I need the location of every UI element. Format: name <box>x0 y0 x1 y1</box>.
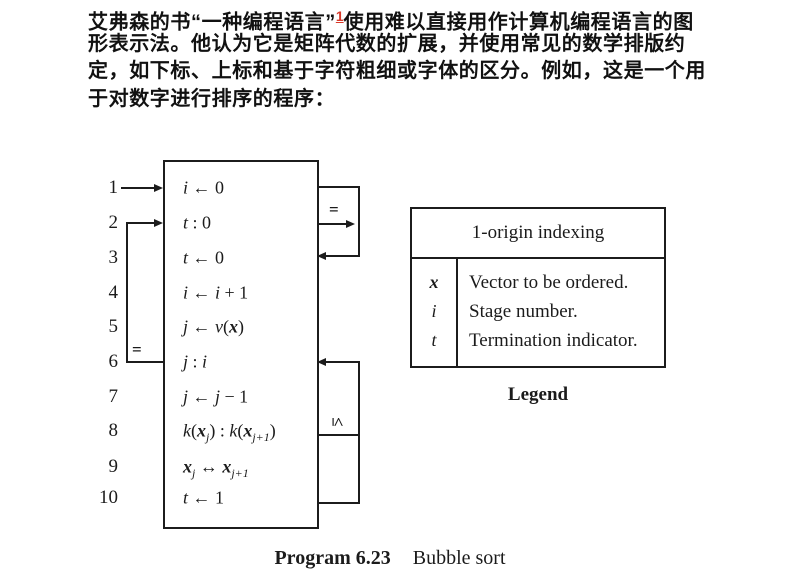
legend-row-x: x Vector to be ordered. <box>412 268 664 297</box>
statement-7: j ← j − 1 <box>183 386 249 407</box>
paragraph-line-2: 形表示法。他认为它是矩阵代数的扩展，并使用常见的数学排版约 <box>88 32 686 55</box>
line-number-2: 2 <box>108 212 119 233</box>
statement-1: i ← 0 <box>183 177 225 198</box>
right-equal-arrow-line <box>319 223 346 225</box>
legend-divider <box>456 259 458 366</box>
legend-desc-i: Stage number. <box>469 301 578 322</box>
caption-text: Bubble sort <box>412 547 506 569</box>
paragraph-line-4: 于对数字进行排序的程序： <box>88 87 336 110</box>
branch-label-equal-left: = <box>132 340 142 359</box>
line-number-3: 3 <box>108 247 119 268</box>
legend-box: 1-origin indexing x Vector to be ordered… <box>410 207 666 368</box>
line-number-5: 5 <box>108 316 119 337</box>
branch-label-lessequal: ≤ <box>328 417 348 427</box>
legend-symbol-x: x <box>429 272 439 292</box>
statement-8: k(xj) : k(xj+1) <box>183 420 276 445</box>
statement-2: t : 0 <box>183 212 212 233</box>
legend-symbol-i: i <box>431 301 437 321</box>
legend-row-i: i Stage number. <box>412 297 664 326</box>
legend-body: x Vector to be ordered. i Stage number. … <box>412 259 664 366</box>
branch-label-equal-right: = <box>329 200 339 219</box>
statement-6: j : i <box>183 351 208 372</box>
right-bottom-line-10 <box>318 502 360 504</box>
right-bottom-arrowhead <box>317 358 326 366</box>
entry-arrowhead-1 <box>154 184 163 192</box>
left-branch-line-6 <box>126 361 163 363</box>
paragraph-line-1: 艾弗森的书“一种编程语言”1使用难以直接用作计算机编程语言的图 <box>88 3 728 34</box>
statement-5: j ← v(x) <box>183 316 245 337</box>
line-number-9: 9 <box>108 456 119 477</box>
paragraph-text: 使用难以直接用作计算机编程语言的图 <box>343 11 694 34</box>
statement-9: xj ↔ xj+1 <box>183 456 249 481</box>
line-number-4: 4 <box>108 282 119 303</box>
right-bottom-line-8 <box>318 434 360 436</box>
statement-3: t ← 0 <box>183 247 225 268</box>
legend-header: 1-origin indexing <box>412 209 664 259</box>
line-number-1: 1 <box>108 177 119 198</box>
footnote-link[interactable]: 1 <box>335 8 344 24</box>
entry-line-1 <box>121 187 155 189</box>
left-branch-vertical <box>126 222 128 363</box>
legend-symbol-t: t <box>431 330 437 350</box>
caption-number: Program 6.23 <box>274 547 391 569</box>
right-top-line-1 <box>317 186 360 188</box>
right-top-arrowhead <box>317 252 326 260</box>
legend-row-t: t Termination indicator. <box>412 326 664 355</box>
right-equal-arrowhead <box>346 220 355 228</box>
right-bottom-line-6 <box>326 361 360 363</box>
entry-arrowhead-2 <box>154 219 163 227</box>
entry-line-2 <box>127 222 154 224</box>
line-number-10: 10 <box>99 487 118 508</box>
right-top-line-3 <box>326 255 360 257</box>
legend-title: Legend <box>507 384 569 405</box>
statement-4: i ← i + 1 <box>183 282 249 303</box>
right-bottom-vertical <box>358 361 360 504</box>
line-number-6: 6 <box>108 351 119 372</box>
right-top-vertical <box>358 186 360 257</box>
legend-desc-x: Vector to be ordered. <box>469 272 629 293</box>
intro-paragraph: 艾弗森的书“一种编程语言”1使用难以直接用作计算机编程语言的图 形表示法。他认为… <box>88 3 728 113</box>
legend-desc-t: Termination indicator. <box>469 330 638 351</box>
paragraph-text: 艾弗森的书“一种编程语言” <box>88 11 336 34</box>
figure-caption: Program 6.23 Bubble sort <box>60 547 720 570</box>
program-box <box>163 160 319 529</box>
line-number-7: 7 <box>108 386 119 407</box>
paragraph-line-3: 定，如下标、上标和基于字符粗细或字体的区分。例如，这是一个用 <box>88 60 706 82</box>
statement-10: t ← 1 <box>183 487 225 508</box>
line-number-8: 8 <box>108 420 119 441</box>
